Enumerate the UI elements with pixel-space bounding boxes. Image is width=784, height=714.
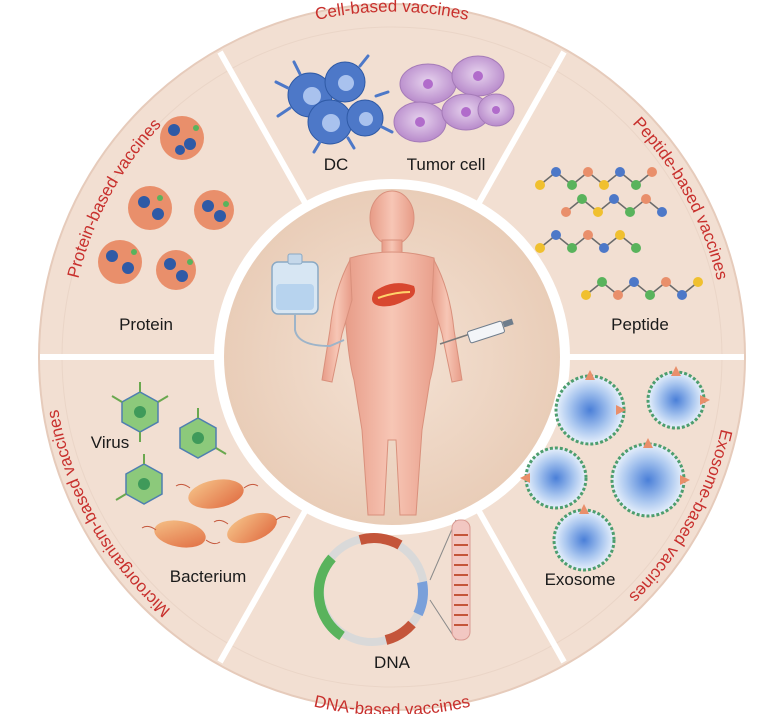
bacterium-icon (141, 479, 291, 548)
label-exosome: Exosome (545, 570, 616, 589)
tumor-nuclei-icon (415, 71, 500, 127)
dna-strand-icon (429, 519, 471, 641)
label-dc: DC (324, 155, 349, 174)
virus-icon (111, 382, 227, 505)
peptide-beads-icon (535, 167, 703, 300)
label-dna: DNA (374, 653, 411, 672)
exosomes-icon (520, 366, 710, 572)
iv-bag-icon (271, 253, 345, 348)
syringe-icon (439, 318, 514, 345)
label-tumor-cell: Tumor cell (407, 155, 486, 174)
dna-plasmid-icon (313, 533, 428, 646)
label-peptide: Peptide (611, 315, 669, 334)
label-bacterium: Bacterium (170, 567, 247, 586)
pancreas-icon (372, 283, 415, 307)
protein-clusters-icon (98, 116, 234, 290)
label-protein: Protein (119, 315, 173, 334)
dc-cells-icon (274, 54, 394, 154)
human-figure (321, 190, 463, 516)
label-virus: Virus (91, 433, 129, 452)
